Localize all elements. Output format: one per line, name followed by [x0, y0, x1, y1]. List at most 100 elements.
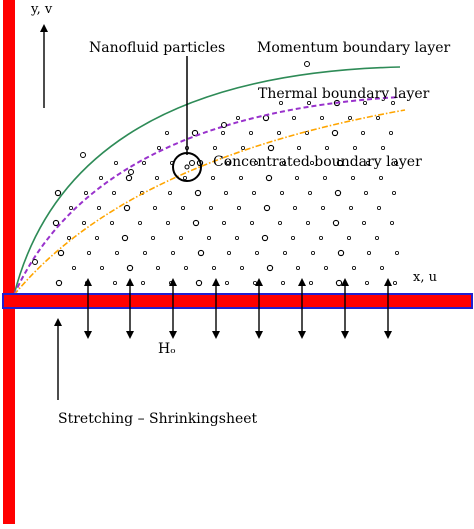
particle-circle-icon [226, 250, 231, 255]
particle-circle-icon [361, 220, 366, 225]
momentum-boundary-layer-label: Momentum boundary layer [257, 40, 451, 56]
particle-circle-icon [240, 145, 245, 150]
particle-circle-icon [292, 205, 297, 210]
momentum-marker-circle [80, 152, 86, 158]
particle-circle-icon [290, 235, 295, 240]
particle-circle-icon [142, 250, 147, 255]
particle-circle-icon [346, 235, 351, 240]
thermal-marker-circle [221, 122, 227, 128]
particle-circle-icon [140, 280, 145, 285]
particle-circle-icon [184, 164, 190, 170]
particle-circle-icon [351, 265, 356, 270]
particle-circle-icon [87, 250, 92, 255]
concentrated-boundary-layer-label: Concentrated boundary layer [213, 154, 422, 170]
particle-circle-icon [238, 175, 243, 180]
particle-circle-icon [279, 190, 284, 195]
particle-circle-icon [318, 235, 323, 240]
particle-circle-icon [121, 234, 129, 242]
particle-circle-icon [57, 249, 65, 257]
particle-circle-icon [100, 265, 105, 270]
particle-circle-icon [125, 174, 133, 182]
particle-circle-icon [152, 205, 157, 210]
particle-circle-icon [170, 250, 175, 255]
particle-circle-icon [167, 190, 172, 195]
thermal-boundary-layer-curve [13, 96, 401, 296]
particle-circle-icon [362, 101, 367, 106]
particle-circle-icon [82, 220, 87, 225]
particle-circle-icon [251, 190, 256, 195]
particle-circle-icon [150, 235, 155, 240]
particle-circle-icon [305, 220, 310, 225]
particle-circle-icon [334, 189, 342, 197]
particle-circle-icon [280, 280, 285, 285]
particle-circle-icon [276, 130, 281, 135]
thermal-marker-circle [128, 169, 134, 175]
particle-circle-icon [97, 205, 102, 210]
particle-circle-icon [392, 280, 397, 285]
particle-circle-icon [390, 101, 395, 106]
particle-circle-icon [192, 219, 200, 227]
particle-circle-icon [206, 235, 211, 240]
particle-circle-icon [155, 265, 160, 270]
nanofluid-particles [52, 99, 399, 287]
particle-circle-icon [54, 189, 62, 197]
stretching-shrinking-sheet-label: Stretching – Shrinkingsheet [58, 411, 258, 427]
particle-circle-icon [319, 116, 324, 121]
particle-circle-icon [320, 205, 325, 210]
particle-circle-icon [221, 220, 226, 225]
particle-circle-icon [348, 205, 353, 210]
concentration-marker-circle [32, 259, 38, 265]
particle-circle-icon [306, 101, 311, 106]
particle-circle-icon [323, 265, 328, 270]
particle-circle-icon [126, 264, 134, 272]
momentum-marker-circle [304, 61, 310, 67]
particle-circle-icon [393, 160, 398, 165]
particle-circle-icon [363, 190, 368, 195]
particle-circle-icon [360, 130, 365, 135]
particle-circle-icon [376, 205, 381, 210]
particle-circle-icon [332, 219, 340, 227]
particle-circle-icon [388, 130, 393, 135]
particle-circle-icon [154, 175, 159, 180]
particle-circle-icon [112, 190, 117, 195]
particle-circle-icon [278, 101, 283, 106]
particle-circle-icon [236, 205, 241, 210]
particle-circle-icon [137, 220, 142, 225]
particle-circle-icon [210, 175, 215, 180]
particle-circle-icon [296, 145, 301, 150]
particle-circle-icon [197, 249, 205, 257]
particle-circle-icon [263, 204, 271, 212]
particle-circle-icon [265, 174, 273, 182]
particle-circle-icon [239, 265, 244, 270]
thermal-boundary-layer-label: Thermal boundary layer [258, 86, 430, 102]
particle-circle-icon [208, 205, 213, 210]
particle-circle-icon [379, 265, 384, 270]
particle-circle-icon [374, 235, 379, 240]
particle-circle-icon [165, 220, 170, 225]
particle-circle-icon [291, 116, 296, 121]
particle-circle-icon [364, 280, 369, 285]
particle-circle-icon [295, 265, 300, 270]
magnetic-field-label: Hₒ [158, 341, 176, 357]
particle-circle-icon [113, 280, 118, 285]
particle-circle-icon [249, 220, 254, 225]
particle-circle-icon [253, 160, 258, 165]
particle-circle-icon [55, 279, 63, 287]
particle-circle-icon [191, 129, 199, 137]
nanofluid-particles-label: Nanofluid particles [89, 40, 225, 56]
particle-circle-icon [156, 145, 161, 150]
particle-circle-icon [335, 279, 343, 287]
particle-circle-icon [254, 250, 259, 255]
particle-circle-icon [110, 220, 115, 225]
particle-circle-icon [322, 175, 327, 180]
particle-circle-icon [324, 145, 329, 150]
particle-circle-icon [352, 145, 357, 150]
particle-circle-icon [180, 205, 185, 210]
particle-circle-icon [350, 175, 355, 180]
particle-circle-icon [252, 280, 257, 285]
particle-circle-icon [248, 130, 253, 135]
particle-circle-icon [336, 159, 344, 167]
particle-circle-icon [375, 116, 380, 121]
particle-circle-icon [282, 250, 287, 255]
